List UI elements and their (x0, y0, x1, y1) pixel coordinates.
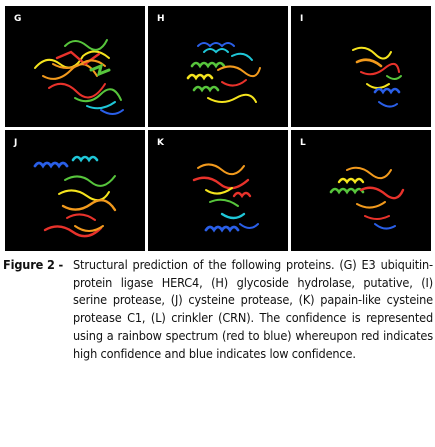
panel-k: K (148, 130, 288, 251)
panel-g: G (5, 6, 145, 127)
panel-h: H (148, 6, 288, 127)
panel-l: L (291, 130, 431, 251)
panel-letter: I (300, 14, 304, 24)
protein-structure-l-image (329, 166, 405, 230)
panel-letter: K (157, 138, 164, 148)
panel-i: I (291, 6, 431, 127)
caption-label: Figure 2 - (3, 257, 64, 272)
panel-letter: G (14, 14, 22, 24)
caption-text: Structural prediction of the following p… (73, 257, 433, 361)
protein-structure-k-image (192, 163, 259, 233)
panel-j: J (5, 130, 145, 251)
protein-structure-j-image (33, 155, 117, 238)
panel-letter: J (14, 138, 18, 148)
protein-structure-g-image (34, 39, 124, 115)
figure-panel-grid: G H (3, 4, 432, 252)
protein-structure-h-image (186, 42, 261, 103)
protein-structure-i-image (352, 46, 402, 108)
panel-letter: H (157, 14, 165, 24)
panel-letter: L (300, 138, 306, 148)
